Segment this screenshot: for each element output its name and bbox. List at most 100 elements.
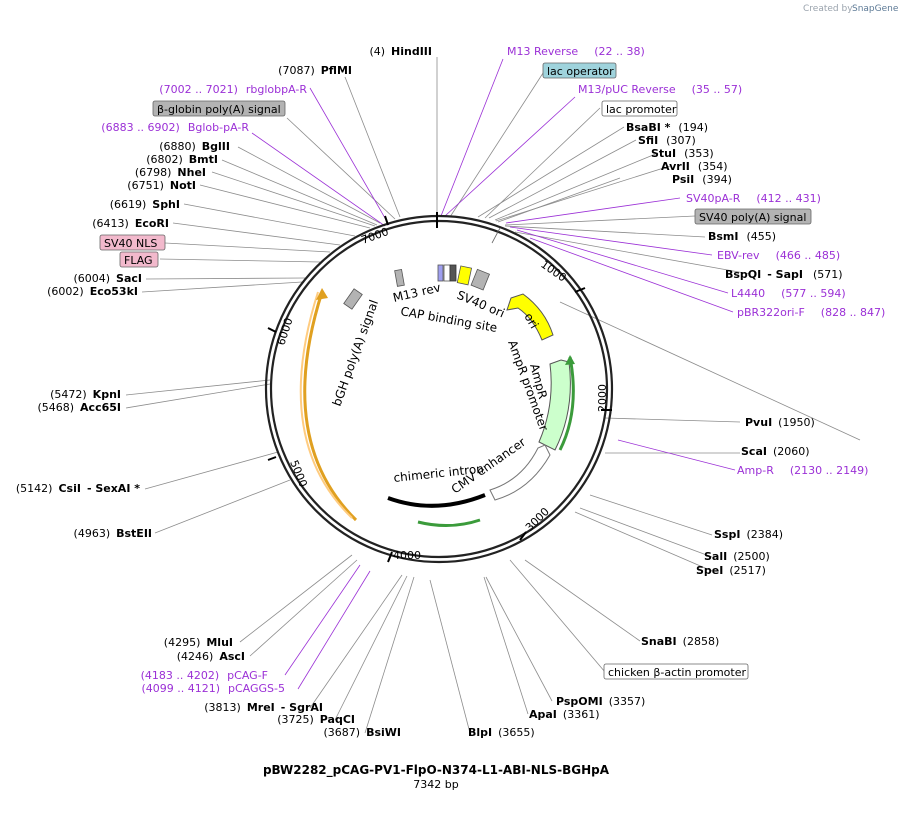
l4440-name: L4440: [731, 287, 765, 300]
bgh-label: bGH poly(A) signal: [330, 298, 381, 408]
svg-text:BsaBI *(194): BsaBI *(194): [626, 121, 708, 134]
pspomi-name: PspOMI: [556, 695, 603, 708]
site-leader-lines: [125, 57, 861, 734]
svg-text:(4963)BstEII: (4963)BstEII: [74, 527, 152, 540]
csii-pos: (5142): [16, 482, 53, 495]
svg-text:EBV-rev(466 .. 485): EBV-rev(466 .. 485): [717, 249, 840, 262]
ampr-orf-arrow: [558, 356, 575, 451]
svg-text:(5472)KpnI: (5472)KpnI: [50, 388, 121, 401]
stui-pos: (353): [684, 147, 714, 160]
svg-text:BlpI(3655): BlpI (3655): [468, 726, 535, 739]
m13reverse-range: (22 .. 38): [594, 45, 645, 58]
blpi-pos: (3655): [498, 726, 535, 739]
kpni-name: KpnI: [93, 388, 121, 401]
svg-text:AvrII(354): AvrII (354): [661, 160, 728, 173]
lac-promoter-text: lac promoter: [606, 103, 677, 116]
paqci-pos: (3725): [277, 713, 314, 726]
svg-text:(5142)CsiI- SexAI *: (5142)CsiI- SexAI *: [16, 482, 140, 495]
cap-feature: [449, 264, 457, 282]
flag-text: FLAG: [124, 254, 153, 267]
eco53ki-name: Eco53kI: [90, 285, 138, 298]
noti-pos: (6751): [127, 179, 164, 192]
tick-7000: 7000: [360, 225, 391, 247]
bspqi-name: BspQI: [725, 268, 761, 281]
mrei-extra: - SgrAI: [281, 701, 323, 714]
sv40pa-range: (412 .. 431): [756, 192, 821, 205]
m13rev-feature: [394, 268, 405, 287]
avrii-pos: (354): [698, 160, 728, 173]
tick-5000: 5000: [287, 458, 310, 489]
asci-name: AscI: [219, 650, 245, 663]
tick-3000: 3000: [523, 505, 552, 534]
svg-text:(6883 .. 6902)Bglob-pA-R: (6883 .. 6902)Bglob-pA-R: [101, 121, 249, 134]
svg-text:(6751)NotI: (6751)NotI: [127, 179, 196, 192]
bspqi-extra: - SapI: [767, 268, 803, 281]
bglobin-text: β-globin poly(A) signal: [157, 103, 281, 116]
bmti-pos: (6802): [146, 153, 183, 166]
ruler-ticks: [267, 212, 612, 563]
box-sv40-nls: SV40 NLS: [99, 234, 166, 251]
l4440-range: (577 .. 594): [781, 287, 846, 300]
rbglobpa-range: (7002 .. 7021): [159, 83, 238, 96]
bsmi-name: BsmI: [708, 230, 739, 243]
mrei-pos: (3813): [204, 701, 241, 714]
bsiwi-pos: (3687): [323, 726, 360, 739]
svg-text:PvuI(1950): PvuI(1950): [745, 416, 815, 429]
box-bglobin: β-globin poly(A) signal: [152, 100, 286, 117]
ampr-primer-range: (2130 .. 2149): [790, 464, 869, 477]
box-chicken-promoter: chicken β-actin promoter: [603, 663, 749, 680]
svg-text:(6798)NheI: (6798)NheI: [135, 166, 206, 179]
svg-text:(6802)BmtI: (6802)BmtI: [146, 153, 218, 166]
mlui-name: MluI: [206, 636, 233, 649]
right-site-labels: BlpI(3655) ApaI(3361) PspOMI(3357) SnaBI…: [468, 121, 843, 739]
asci-pos: (4246): [177, 650, 214, 663]
credit-created-by: Created by: [803, 4, 853, 14]
stui-name: StuI: [651, 147, 676, 160]
snabi-pos: (2858): [683, 635, 720, 648]
m13puc-name: M13/pUC Reverse: [578, 83, 676, 96]
pvui-pos: (1950): [778, 416, 815, 429]
blpi-name: BlpI: [468, 726, 492, 739]
bsteii-pos: (4963): [74, 527, 111, 540]
svg-text:Amp-R(2130 .. 2149): Amp-R(2130 .. 2149): [737, 464, 868, 477]
svg-text:L4440(577 .. 594): L4440 (577 .. 594): [731, 287, 846, 300]
primer-labels: M13 Reverse(22 .. 38) M13/pUC Reverse(35…: [507, 45, 885, 477]
bglii-name: BglII: [202, 140, 230, 153]
eco53ki-pos: (6002): [47, 285, 84, 298]
svg-text:M13/pUC Reverse(35 .. 57): M13/pUC Reverse(35 .. 57): [578, 83, 742, 96]
pflmi-pos: (7087): [278, 64, 315, 77]
acc65i-name: Acc65I: [80, 401, 121, 414]
sv40ori-feature: [456, 265, 473, 286]
pcagf-name: pCAG-F: [227, 669, 268, 682]
svg-text:SnaBI(2858): SnaBI (2858): [641, 635, 719, 648]
sfii-pos: (307): [666, 134, 696, 147]
ebvrev-range: (466 .. 485): [776, 249, 841, 262]
spei-name: SpeI: [696, 564, 723, 577]
tick-2000: 2000: [596, 384, 609, 412]
svg-text:(3813)MreI- SgrAI: (3813)MreI- SgrAI: [204, 701, 323, 714]
pbr322-range: (828 .. 847): [821, 306, 886, 319]
primer-leader-lines: [251, 58, 736, 690]
bsabi-pos: (194): [678, 121, 708, 134]
sv40-polya-text: SV40 poly(A) signal: [699, 211, 806, 224]
svg-text:(4099 .. 4121)pCAGGS-5: (4099 .. 4121)pCAGGS-5: [141, 682, 285, 695]
avrii-name: AvrII: [661, 160, 690, 173]
saci-name: SacI: [116, 272, 142, 285]
intron-arrow: [417, 518, 481, 527]
box-lac-operator: lac operator: [542, 62, 617, 79]
svg-text:(6413)EcoRI: (6413)EcoRI: [92, 217, 169, 230]
svg-text:SpeI(2517): SpeI(2517): [696, 564, 766, 577]
chimeric-intron-feature: [387, 493, 486, 508]
tick-4000: 4000: [393, 549, 421, 562]
bglobin-feature: [343, 288, 363, 310]
rbglobpa-name: rbglobpA-R: [246, 83, 307, 96]
snabi-name: SnaBI: [641, 635, 677, 648]
hindiii-name: HindIII: [391, 45, 432, 58]
csii-extra: - SexAI *: [87, 482, 140, 495]
svg-text:ApaI(3361): ApaI(3361): [529, 708, 599, 721]
bspqi-pos: (571): [813, 268, 843, 281]
svg-text:(6880)BglII: (6880)BglII: [159, 140, 230, 153]
svg-text:BspQI- SapI(571): BspQI - SapI (571): [725, 268, 843, 281]
credit-brand: SnapGene: [852, 4, 899, 14]
lac-operator-feature: [437, 264, 444, 282]
